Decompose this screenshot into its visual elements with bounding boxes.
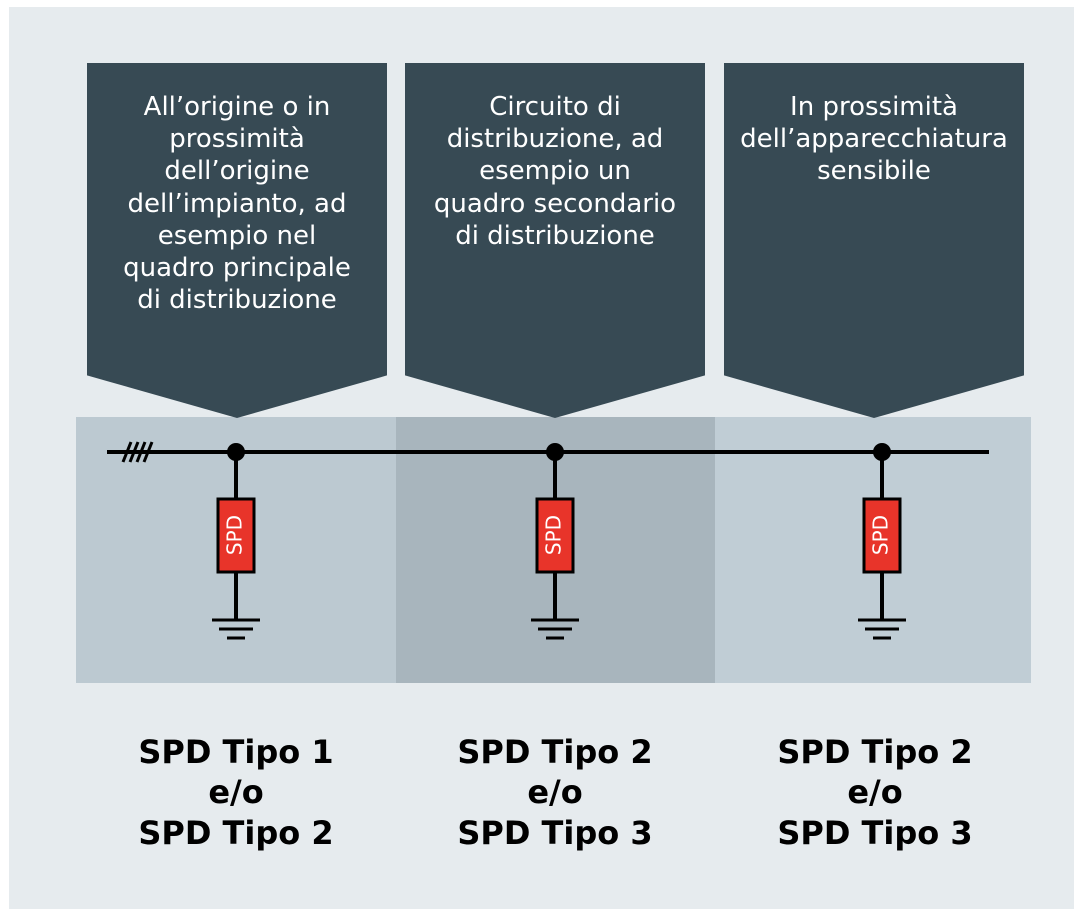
callout-line: esempio nel: [157, 220, 317, 251]
type-line: e/o: [527, 773, 583, 812]
phase-marker-icon: [121, 441, 154, 463]
callout-line: dell’origine: [164, 156, 310, 187]
callout-origin-text: All’origine o in prossimità dell’origine…: [97, 91, 377, 317]
spd-label: SPD: [223, 515, 247, 555]
callout-distribution: Circuito di distribuzione, ad esempio un…: [405, 63, 705, 418]
spd-branch-1: SPD: [212, 443, 260, 640]
callout-origin: All’origine o in prossimità dell’origine…: [87, 63, 387, 418]
ground-icon: [531, 618, 579, 640]
spd-label: SPD: [542, 515, 566, 555]
spd-label: SPD: [869, 515, 893, 555]
type-label-origin: SPD Tipo 1 e/o SPD Tipo 2: [86, 732, 386, 853]
type-line: SPD Tipo 2: [138, 813, 334, 852]
callout-line: quadro principale: [123, 253, 351, 284]
type-line: SPD Tipo 2: [457, 733, 653, 771]
callout-distribution-text: Circuito di distribuzione, ad esempio un…: [415, 91, 695, 252]
callout-line: quadro secondario: [433, 188, 677, 219]
callout-line: prossimità: [169, 124, 305, 155]
type-line: SPD Tipo 3: [777, 813, 973, 852]
type-line: SPD Tipo 2: [777, 733, 973, 771]
spd-branch-3: SPD: [858, 443, 906, 640]
callout-line: Circuito di: [489, 92, 621, 122]
callout-line: In prossimità: [790, 92, 958, 122]
type-line: e/o: [847, 773, 903, 812]
callout-line: distribuzione, ad: [446, 124, 664, 155]
ground-icon: [858, 618, 906, 640]
callout-line: All’origine o in: [143, 92, 331, 122]
callout-line: sensibile: [817, 156, 931, 187]
spd-branch-2: SPD: [531, 443, 579, 640]
diagram-canvas: All’origine o in prossimità dell’origine…: [9, 7, 1074, 909]
callout-line: esempio un: [479, 156, 631, 187]
type-line: e/o: [208, 773, 264, 812]
type-label-equipment: SPD Tipo 2 e/o SPD Tipo 3: [725, 732, 1025, 853]
ground-icon: [212, 618, 260, 640]
callout-equipment-text: In prossimità dell’apparecchiatura sensi…: [734, 91, 1014, 188]
circuit-diagram: SPD SPD SPD: [107, 441, 989, 640]
callout-line: dell’apparecchiatura: [740, 124, 1008, 155]
type-line: SPD Tipo 1: [138, 733, 334, 771]
callout-line: dell’impianto, ad: [127, 188, 347, 219]
type-label-distribution: SPD Tipo 2 e/o SPD Tipo 3: [405, 732, 705, 853]
callout-line: di distribuzione: [455, 220, 655, 251]
spd-device: [216, 497, 256, 574]
callout-equipment: In prossimità dell’apparecchiatura sensi…: [724, 63, 1024, 418]
type-line: SPD Tipo 3: [457, 813, 653, 852]
callout-line: di distribuzione: [137, 285, 337, 316]
